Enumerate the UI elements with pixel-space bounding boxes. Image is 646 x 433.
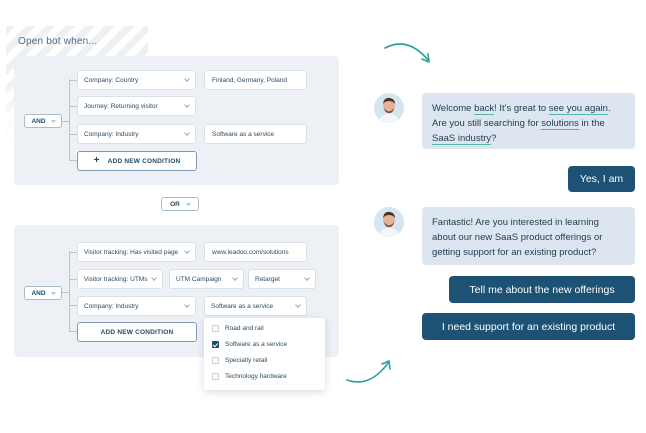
field-label: Visitor tracking: UTMs	[84, 275, 148, 283]
bot-message: Welcome back! It's great to see you agai…	[422, 93, 635, 149]
or-operator-select[interactable]: OR	[161, 197, 199, 211]
msg-highlight: back	[474, 103, 495, 115]
field-label: Company: Industry	[84, 302, 139, 310]
checkbox-checked-icon[interactable]	[212, 341, 219, 348]
tree-branch	[69, 80, 77, 81]
checkbox-icon[interactable]	[212, 373, 219, 380]
and-operator-select[interactable]: AND	[24, 114, 62, 128]
condition-field-select[interactable]: Company: Industry	[77, 124, 196, 144]
add-condition-button[interactable]: ADD NEW CONDITION	[77, 322, 197, 342]
checkbox-icon[interactable]	[212, 357, 219, 364]
msg-part: in the	[578, 118, 605, 129]
avatar	[374, 93, 404, 123]
utm-value-label: Retarget	[255, 275, 280, 283]
dropdown-option[interactable]: Technology hardware	[212, 373, 287, 380]
option-label: Technology hardware	[225, 373, 287, 380]
chevron-down-icon	[184, 130, 190, 136]
msg-highlight: see you again	[548, 103, 608, 115]
tree-line	[69, 251, 70, 332]
chevron-down-icon	[232, 275, 238, 281]
tree-branch	[62, 292, 69, 293]
field-label: Company: Country	[84, 76, 139, 84]
operator-label: AND	[31, 117, 46, 125]
utm-value-select[interactable]: Retarget	[248, 269, 316, 289]
chevron-down-icon	[184, 76, 190, 82]
curved-arrow-icon	[384, 43, 430, 63]
tree-branch	[69, 252, 77, 253]
add-condition-button[interactable]: + ADD NEW CONDITION	[77, 151, 197, 171]
msg-part: Welcome	[432, 103, 475, 114]
chevron-down-icon	[50, 117, 56, 123]
tree-branch	[69, 305, 77, 306]
condition-field-select[interactable]: Visitor tracking: UTMs	[77, 269, 163, 289]
utm-field-select[interactable]: UTM Campaign	[169, 269, 244, 289]
msg-part: ! It's great to	[494, 103, 549, 114]
chevron-down-icon	[151, 275, 157, 281]
utm-field-label: UTM Campaign	[176, 275, 222, 283]
msg-part: ?	[491, 133, 497, 144]
user-reply: Yes, I am	[568, 166, 635, 192]
tree-branch	[69, 134, 77, 135]
condition-field-select[interactable]: Journey: Returning visitor	[77, 96, 196, 116]
msg-part: . Are you still searching for	[432, 103, 611, 129]
chevron-down-icon	[295, 302, 301, 308]
tree-branch	[69, 279, 77, 280]
chevron-down-icon	[184, 302, 190, 308]
option-label: Road and rail	[225, 325, 264, 332]
chevron-down-icon	[184, 248, 190, 254]
field-label: Company: Industry	[84, 130, 139, 138]
and-operator-select[interactable]: AND	[24, 286, 62, 300]
msg-highlight: SaaS industry	[432, 133, 492, 145]
tree-branch	[69, 331, 77, 332]
tree-line	[69, 79, 70, 161]
avatar	[374, 207, 404, 237]
industry-value-label: Software as a service	[211, 302, 274, 310]
tree-branch	[62, 121, 69, 122]
add-condition-label: ADD NEW CONDITION	[107, 157, 181, 165]
rule-builder-title: Open bot when...	[18, 36, 98, 47]
curved-arrow-icon	[346, 360, 391, 383]
condition-field-select[interactable]: Company: Industry	[77, 296, 196, 316]
plus-icon: +	[93, 155, 100, 166]
reply-option-button[interactable]: I need support for an existing product	[422, 313, 635, 340]
operator-label: OR	[170, 200, 180, 208]
option-label: Software as a service	[225, 341, 288, 348]
reply-option-button[interactable]: Tell me about the new offerings	[449, 276, 635, 303]
field-label: Journey: Returning visitor	[84, 102, 158, 110]
option-label: Specialty retail	[225, 357, 268, 364]
add-condition-label: ADD NEW CONDITION	[100, 328, 174, 336]
condition-field-select[interactable]: Visitor tracking: Has visited page	[77, 242, 196, 262]
field-label: Visitor tracking: Has visited page	[84, 248, 179, 256]
operator-label: AND	[31, 289, 46, 297]
tree-branch	[69, 106, 77, 107]
chevron-down-icon	[184, 102, 190, 108]
chevron-down-icon	[186, 200, 191, 206]
bot-message: Fantastic! Are you interested in learnin…	[422, 207, 635, 265]
tree-branch	[69, 160, 77, 161]
condition-field-select[interactable]: Company: Country	[77, 70, 196, 90]
condition-value-input[interactable]: Finland, Germany, Poland	[204, 70, 307, 90]
condition-value-input[interactable]: www.leadoo.com/solutions	[204, 242, 307, 262]
condition-value-input[interactable]: Software as a service	[204, 124, 307, 144]
chevron-down-icon	[50, 289, 56, 295]
industry-dropdown: Road and rail Software as a service Spec…	[204, 318, 325, 390]
industry-value-select[interactable]: Software as a service	[204, 296, 307, 316]
dropdown-option[interactable]: Road and rail	[212, 325, 264, 332]
dropdown-option[interactable]: Specialty retail	[212, 357, 267, 364]
msg-highlight: solutions	[541, 118, 579, 130]
dropdown-option[interactable]: Software as a service	[212, 341, 287, 348]
chevron-down-icon	[304, 275, 310, 281]
checkbox-icon[interactable]	[212, 325, 219, 332]
